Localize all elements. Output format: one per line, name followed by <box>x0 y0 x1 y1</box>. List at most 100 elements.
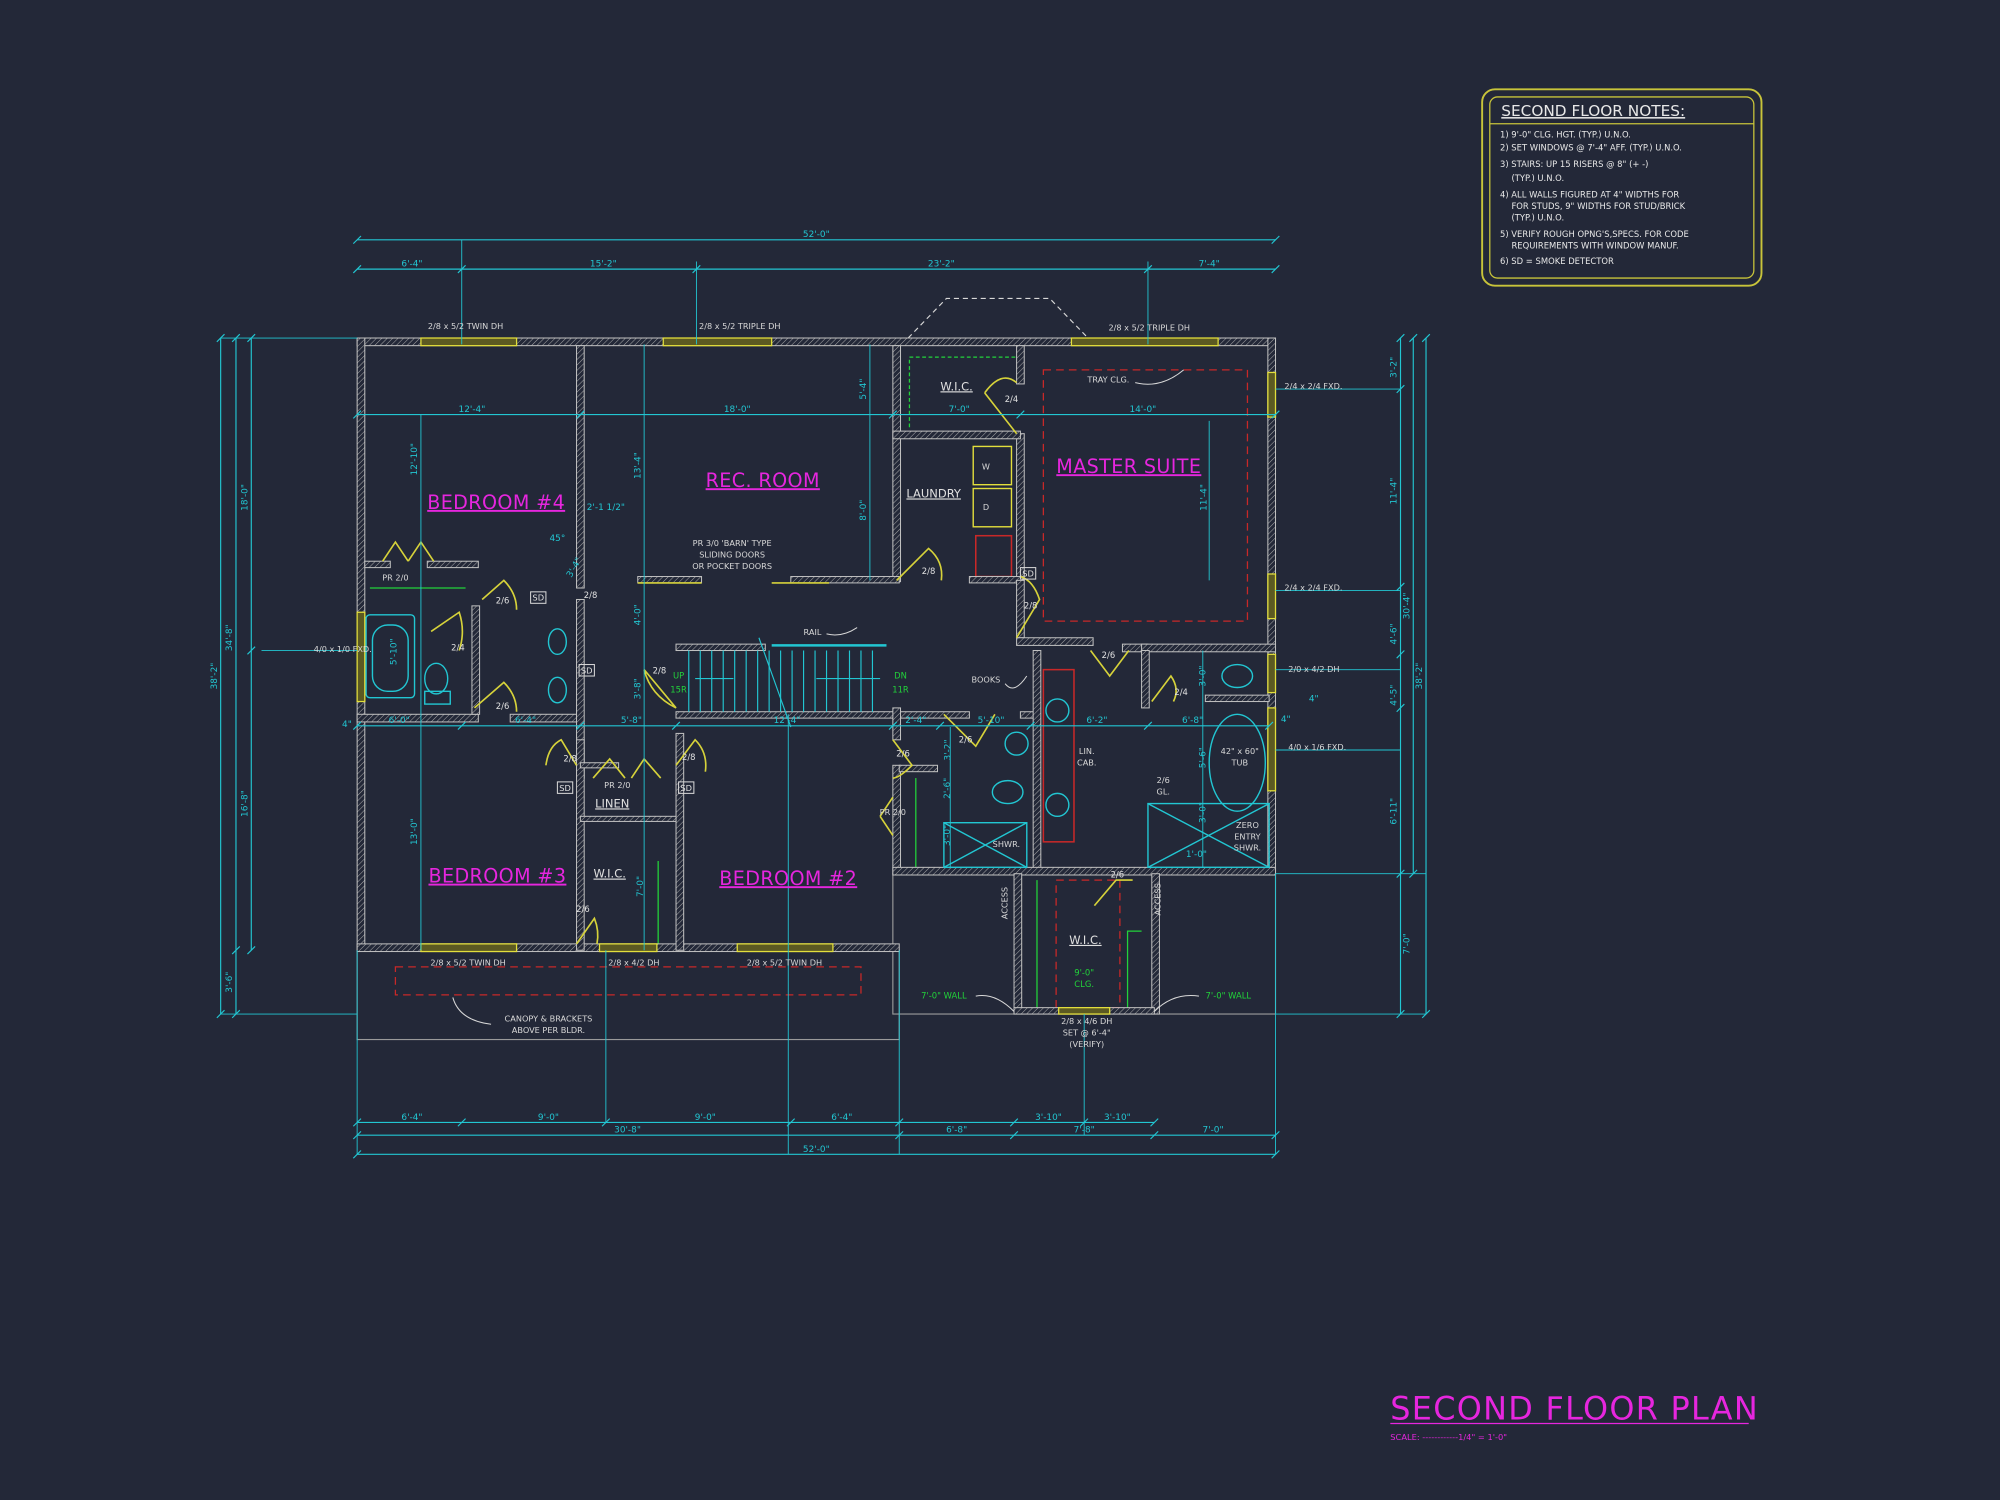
window <box>1267 573 1277 620</box>
window-label: 2/8 x 5/2 TRIPLE DH <box>1108 322 1190 332</box>
dimension-tick <box>457 1118 466 1127</box>
annotation: PR 2/0 <box>880 807 906 817</box>
dimension-label: 6'-4" <box>401 260 422 270</box>
annotation: OR POCKET DOORS <box>692 561 772 571</box>
annotation: SHWR. <box>993 839 1020 849</box>
wall <box>892 707 902 741</box>
wall <box>637 576 703 584</box>
annotation: SHWR. <box>1234 843 1261 853</box>
dimension-label: 3'-10" <box>1104 1113 1131 1123</box>
wall <box>1032 650 1042 875</box>
shower-icon <box>943 822 1028 869</box>
drawing-title: SECOND FLOOR PLAN <box>1390 1390 1759 1428</box>
door-size-label: 2/6 <box>496 595 510 605</box>
dimension-label: 52'-0" <box>803 1145 830 1155</box>
dimension-label: 3'-2" <box>943 739 953 760</box>
annotation: ABOVE PER BLDR. <box>512 1025 585 1035</box>
bathtub-icon <box>365 614 416 699</box>
smoke-detector-label: SD <box>680 783 692 793</box>
dimension-tick <box>352 1150 362 1159</box>
annotation: GL. <box>1157 787 1170 797</box>
dimension-label: 16'-8" <box>240 790 250 817</box>
window-label: 4/0 x 1/0 FXD. <box>314 644 372 654</box>
window <box>598 943 658 953</box>
dimension-label: 3'-2" <box>1390 357 1400 378</box>
sink-icon <box>1045 698 1070 723</box>
dimension-label: 38'-2" <box>210 663 220 690</box>
annotation: ZERO <box>1236 820 1259 830</box>
dimension-tick <box>247 946 256 955</box>
window <box>420 337 518 347</box>
dimension-label: 9'-0" <box>695 1113 716 1123</box>
space-name: LINEN <box>595 796 629 810</box>
dryer-icon <box>972 487 1013 528</box>
sink-icon <box>1004 731 1029 756</box>
bay-outline <box>907 297 1089 339</box>
window-label: 2/8 x 4/2 DH <box>608 958 659 968</box>
dimension-label: 6'-4" <box>515 716 536 726</box>
wall <box>579 762 620 769</box>
dimension-tick <box>935 721 945 730</box>
dimension-label: 4'-5" <box>1390 685 1400 706</box>
dimension-tick <box>576 721 585 730</box>
wall <box>576 345 585 589</box>
linen-cabinet <box>1042 668 1075 843</box>
note-item: 1) 9'-0" CLG. HGT. (TYP.) U.N.O. <box>1500 130 1631 140</box>
space-name: LAUNDRY <box>906 486 962 500</box>
green-note: 7'-0" WALL <box>921 991 967 1001</box>
smoke-detector-label: SD <box>532 593 544 603</box>
notes-box <box>1481 88 1763 287</box>
fixtures <box>365 445 1270 869</box>
dimension-label: 7'-0" <box>636 876 646 897</box>
wall <box>892 866 1277 876</box>
dimension-tick <box>1271 410 1280 419</box>
green-note: UP <box>673 671 684 681</box>
window <box>1267 371 1277 418</box>
dimension-label: 6'-4" <box>401 1113 422 1123</box>
window-label: 2/8 x 5/2 TRIPLE DH <box>699 321 781 331</box>
annotation: W <box>982 461 990 471</box>
window-label: 2/8 x 5/2 TWIN DH <box>428 321 503 331</box>
dimension-tick <box>1143 721 1153 730</box>
wall <box>471 605 481 715</box>
dimension-label: 4'-0" <box>633 604 643 625</box>
dimension-tick <box>1009 1130 1019 1140</box>
wall <box>675 711 970 719</box>
dimension-label: 3'-10" <box>1035 1113 1062 1123</box>
dimension-label: 23'-2" <box>928 260 955 270</box>
dimension-label: 6'-0" <box>389 716 410 726</box>
annotation: ACCESS <box>1153 883 1163 915</box>
annotation: PR 2/0 <box>604 780 630 790</box>
note-item: 6) SD = SMOKE DETECTOR <box>1500 256 1614 266</box>
dimension-tick <box>671 721 681 730</box>
window-label: 2/8 x 5/2 TWIN DH <box>430 958 505 968</box>
window <box>736 943 834 953</box>
wall <box>356 713 479 723</box>
note-item: 4) ALL WALLS FIGURED AT 4" WIDTHS FOR <box>1500 190 1679 200</box>
note-item: 3) STAIRS: UP 15 RISERS @ 8" (+ -) <box>1500 159 1648 169</box>
wall <box>1016 637 1094 646</box>
smoke-detector-box <box>530 591 547 604</box>
dimension-label: 5'-8" <box>621 716 642 726</box>
annotation: SLIDING DOORS <box>699 549 765 559</box>
smoke-detector-label: SD <box>1022 569 1034 579</box>
canopy-outline <box>394 966 862 996</box>
room-name: BEDROOM #2 <box>719 867 857 890</box>
space-name: W.I.C. <box>1069 933 1101 947</box>
door-size-label: 2/8 <box>653 665 667 675</box>
dimension-label: 7'-4" <box>1199 260 1220 270</box>
green-lines <box>369 356 1142 1008</box>
dimension-tick <box>1396 650 1405 659</box>
dimension-tick <box>1271 1150 1280 1159</box>
dimension-label: 38'-2" <box>1415 663 1425 690</box>
wall <box>675 643 766 652</box>
dashed-ceiling-lines <box>394 369 1249 1009</box>
dimension-label: 7'-0" <box>949 405 970 415</box>
wall <box>1151 873 1160 1015</box>
dimension-label: 2'-1 1/2" <box>587 503 625 513</box>
dimension-label: 7'-0" <box>1202 1126 1223 1136</box>
wall <box>1016 345 1025 385</box>
dimension-tick <box>231 946 241 955</box>
